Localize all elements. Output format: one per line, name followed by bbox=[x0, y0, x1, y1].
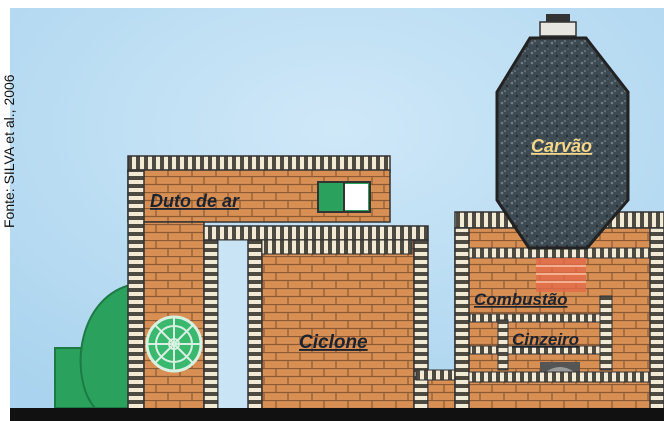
ground-line bbox=[10, 408, 664, 421]
cinzeiro-label: Cinzeiro bbox=[512, 330, 579, 349]
duto-de-ar-label: Duto de ar bbox=[150, 191, 240, 211]
fan-wheel-icon bbox=[147, 317, 201, 371]
carvao-label: Carvão bbox=[531, 136, 592, 156]
source-credit: Fonte: SILVA et al., 2006 bbox=[1, 74, 17, 228]
cyclone-structure bbox=[204, 226, 428, 415]
combustao-label: Combustão bbox=[474, 290, 568, 309]
ciclone-label: Ciclone bbox=[299, 332, 368, 353]
